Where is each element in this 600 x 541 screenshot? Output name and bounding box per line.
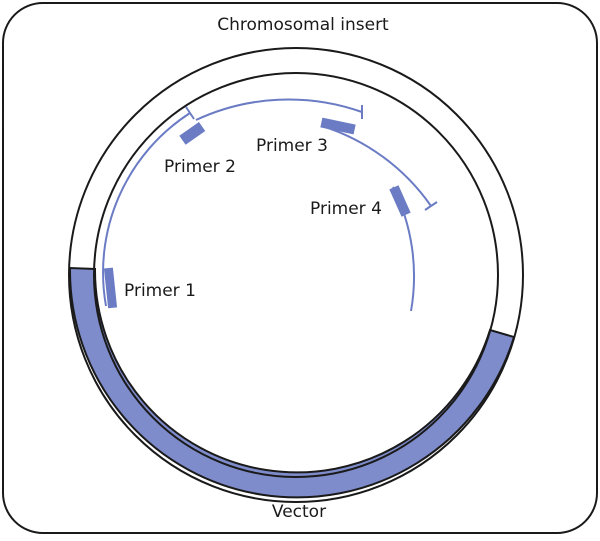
strand-end-tick-left bbox=[185, 106, 195, 120]
strand-arc-top bbox=[195, 98, 363, 121]
strand-arc-right-upper bbox=[321, 125, 432, 207]
chromosomal-insert-label: Chromosomal insert bbox=[217, 15, 389, 35]
vector-label: Vector bbox=[272, 502, 326, 522]
primer-4-block bbox=[389, 185, 411, 217]
plasmid-inner-ring bbox=[93, 72, 499, 478]
primer-3-label: Primer 3 bbox=[256, 136, 328, 156]
strand-arc-left bbox=[102, 112, 191, 307]
primer-1-block bbox=[103, 267, 118, 309]
primer-2-label: Primer 2 bbox=[164, 157, 236, 177]
primer-3-block bbox=[320, 117, 356, 135]
primer-1-label: Primer 1 bbox=[124, 281, 196, 301]
primer-2-block bbox=[179, 122, 206, 145]
strand-end-tick-right bbox=[424, 201, 438, 211]
plasmid-outer-ring bbox=[68, 47, 524, 503]
primer-4-label: Primer 4 bbox=[310, 199, 382, 219]
